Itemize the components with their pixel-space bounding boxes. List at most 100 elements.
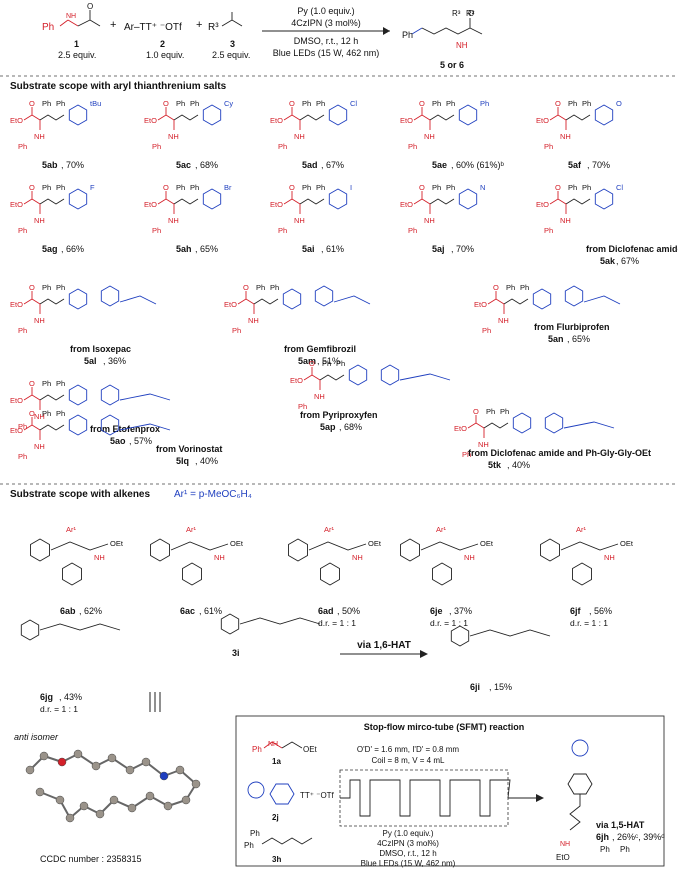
ph-label-2: Ph	[336, 359, 345, 368]
sfmt-r1-oet: OEt	[303, 745, 318, 754]
ph-label-1: Ph	[302, 183, 311, 192]
sfmt-cond-1: Py (1.0 equiv.)	[383, 829, 434, 838]
ph-label-2: Ph	[582, 183, 591, 192]
nph-label: Ph	[408, 226, 417, 235]
eto-label: EtO	[290, 376, 303, 385]
sfmt-r2-number: 2j	[272, 813, 279, 822]
compound-id: 5lq	[176, 456, 189, 466]
product-label: 5 or 6	[440, 60, 464, 70]
eto-label: EtO	[10, 396, 23, 405]
carbonyl-o-label: O	[419, 183, 425, 192]
reagent-2-number: 2	[160, 39, 165, 49]
compound-yield: , 65%	[195, 244, 218, 254]
ar1-label: Ar¹	[324, 525, 335, 534]
carbonyl-o-label: O	[289, 99, 295, 108]
sfmt-r3-number: 3h	[272, 855, 281, 864]
nh-label: NH	[478, 440, 489, 449]
carbonyl-o-label: O	[29, 99, 35, 108]
compound-yield: , 67%	[321, 160, 344, 170]
substituent-label: N	[480, 183, 485, 192]
eto-label: EtO	[400, 116, 413, 125]
crystal-structure: anti isomer CCDC number : 2358315	[14, 732, 201, 864]
sfmt-cond-3: DMSO, r.t., 12 h	[379, 849, 436, 858]
nph-label: Ph	[544, 142, 553, 151]
source-drug-label: from Diclofenac amide	[586, 244, 678, 254]
ph-label-1: Ph	[176, 183, 185, 192]
nh-label: NH	[34, 412, 45, 421]
ph-label-1: Ph	[176, 99, 185, 108]
ph-label-1: Ph	[42, 379, 51, 388]
reagent-3-r: R³	[208, 22, 219, 33]
oet-label: OEt	[480, 539, 494, 548]
carbonyl-o-label: O	[29, 379, 35, 388]
ar1-label: Ar¹	[66, 525, 77, 534]
nph-label: Ph	[298, 402, 307, 411]
section-2-title: Substrate scope with alkenes	[10, 489, 150, 500]
product-nh: NH	[456, 41, 468, 50]
compound-id: 5ap	[320, 422, 336, 432]
reaction-conditions: Py (1.0 equiv.) 4CzIPN (3 mol%) DMSO, r.…	[262, 6, 390, 58]
compound-yield: , 65%	[567, 334, 590, 344]
source-drug-label: from Flurbiprofen	[534, 322, 610, 332]
nh-label: NH	[314, 392, 325, 401]
sfmt-product-nh: NH	[560, 841, 570, 848]
compound-id: 5ac	[176, 160, 191, 170]
dr-label: d.r. = 1 : 1	[318, 618, 356, 628]
eto-label: EtO	[536, 116, 549, 125]
carbonyl-o-label: O	[473, 407, 479, 416]
substituent-label: Cl	[350, 99, 357, 108]
nh-label: NH	[94, 553, 105, 562]
nph-label: Ph	[152, 142, 161, 151]
product-r2: R²	[466, 9, 475, 18]
compound-id: 6je	[430, 606, 443, 616]
eto-label: EtO	[10, 116, 23, 125]
compound-yield: , 68%	[195, 160, 218, 170]
sfmt-hat-label: via 1,5-HAT	[596, 820, 645, 830]
ph-label-2: Ph	[316, 183, 325, 192]
reagent-2-equiv: 1.0 equiv.	[146, 50, 184, 60]
reagent-1-equiv: 2.5 equiv.	[58, 50, 96, 60]
dr-label: d.r. = 1 : 1	[570, 618, 608, 628]
nh-label: NH	[560, 132, 571, 141]
compound-id: 6jf	[570, 606, 582, 616]
eto-label: EtO	[536, 200, 549, 209]
dr-label: d.r. = 1 : 1	[430, 618, 468, 628]
ar1-label: Ar¹	[576, 525, 587, 534]
condition-1: Py (1.0 equiv.)	[297, 6, 354, 16]
sfmt-product-ph1: Ph	[600, 845, 610, 854]
compound-id: 5ai	[302, 244, 315, 254]
compound-yield: , 37%	[449, 606, 472, 616]
compound-yield: , 57%	[129, 436, 152, 446]
carbonyl-o-label: O	[309, 359, 315, 368]
nph-label: Ph	[232, 326, 241, 335]
substituent-label: O	[616, 99, 622, 108]
anti-isomer-label: anti isomer	[14, 732, 59, 742]
ph-label-2: Ph	[270, 283, 279, 292]
compound-id: 6ac	[180, 606, 195, 616]
nh-label: NH	[424, 216, 435, 225]
source-drug-label: from Diclofenac amide and Ph-Gly-Gly-OEt	[468, 448, 651, 458]
ph-label-2: Ph	[582, 99, 591, 108]
ph-label-2: Ph	[190, 99, 199, 108]
compound-id: 5ao	[110, 436, 126, 446]
general-product: Ph R³ R² O NH 5 or 6	[402, 9, 483, 70]
compound-yield: , 56%	[589, 606, 612, 616]
compound-yield: , 70%	[61, 160, 84, 170]
ph-label-1: Ph	[322, 359, 331, 368]
substituent-label: Cl	[616, 183, 623, 192]
compound-yield: , 68%	[339, 422, 362, 432]
sfmt-spec-2: Coil = 8 m, V = 4 mL	[372, 756, 445, 765]
sfmt-r2-tt: TT⁺ ⁻OTf	[300, 791, 335, 800]
nh-label: NH	[34, 132, 45, 141]
nph-label: Ph	[18, 226, 27, 235]
sfmt-title: Stop-flow mirco-tube (SFMT) reaction	[364, 722, 525, 732]
source-drug-label: from Pyriproxyfen	[300, 410, 378, 420]
plus-sign: +	[110, 19, 116, 31]
nh-label: NH	[498, 316, 509, 325]
